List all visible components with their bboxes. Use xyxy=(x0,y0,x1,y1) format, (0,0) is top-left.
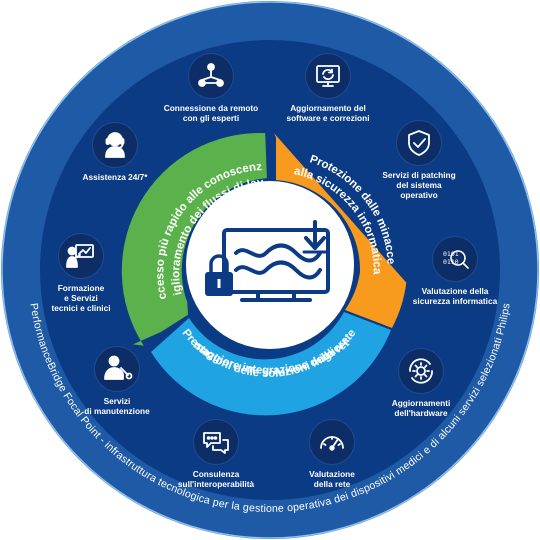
service-label: Consulenza sull'interoperabilità xyxy=(177,469,255,489)
service-network-assessment: Valutazione della rete xyxy=(277,420,387,489)
service-label: Valutazione della sicurezza informatica xyxy=(412,286,498,306)
technician-wrench-icon xyxy=(95,347,139,391)
gear-refresh-icon xyxy=(399,349,443,393)
service-label: Formazione e Servizi tecnici e clinici xyxy=(51,283,111,313)
cycle-segment-green xyxy=(121,132,267,346)
monitor-refresh-icon xyxy=(306,54,350,98)
service-label: Servizi di patching del sistema operativ… xyxy=(382,170,456,200)
service-software-update: Aggiornamento del software e correzioni xyxy=(273,54,383,123)
svg-text:0101: 0101 xyxy=(443,250,459,258)
shield-check-icon xyxy=(397,121,441,165)
service-label: Aggiornamenti dell'hardware xyxy=(391,398,451,418)
center-monitor-lock-icon xyxy=(205,220,330,302)
service-maintenance: Servizi di manutenzione xyxy=(62,347,172,416)
cycle-segment-blue xyxy=(151,312,391,416)
chat-bubbles-icon xyxy=(194,420,238,464)
cycle-segment-orange xyxy=(274,133,407,328)
network-nodes-icon xyxy=(189,54,233,98)
headset-agent-icon xyxy=(93,123,137,167)
service-label: Connessione da remoto con gli esperti xyxy=(163,103,259,123)
speedometer-icon xyxy=(310,420,354,464)
service-label: Aggiornamento del software e correzioni xyxy=(286,103,370,123)
svg-text:0110: 0110 xyxy=(443,258,459,266)
service-label: Assistenza 24/7* xyxy=(82,172,148,182)
service-training: Formazione e Servizi tecnici e clinici xyxy=(26,234,136,313)
service-os-patching: Servizi di patching del sistema operativ… xyxy=(364,121,474,200)
service-support-247: Assistenza 24/7* xyxy=(60,123,170,182)
service-label: Servizi di manutenzione xyxy=(84,396,150,416)
service-remote-connection: Connessione da remoto con gli esperti xyxy=(156,54,266,123)
service-label: Valutazione della rete xyxy=(309,469,355,489)
service-interoperability-consulting: Consulenza sull'interoperabilità xyxy=(161,420,271,489)
service-cybersecurity-assessment: 0101 0110 Valutazione della sicurezza in… xyxy=(400,237,510,306)
binary-magnifier-icon: 0101 0110 xyxy=(433,237,477,281)
presenter-board-icon xyxy=(59,234,103,278)
service-hardware-updates: Aggiornamenti dell'hardware xyxy=(366,349,476,418)
